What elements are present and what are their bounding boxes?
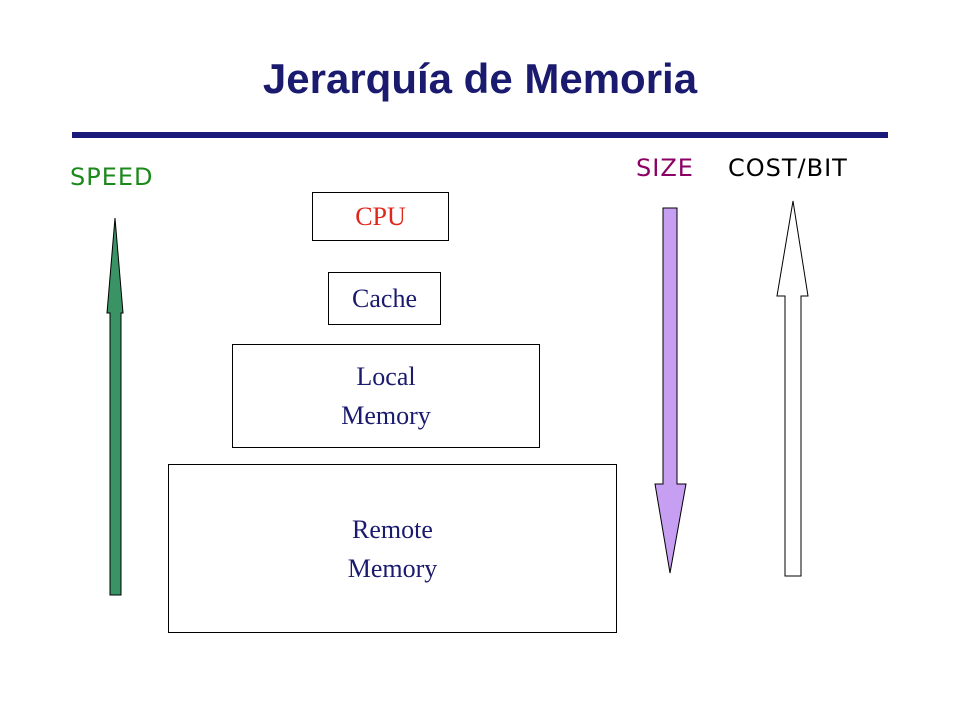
cpu-box: CPU [312, 192, 449, 241]
size-label: SIZE [636, 154, 694, 182]
remote-memory-box: Remote Memory [168, 464, 617, 633]
remote-memory-label-line2: Memory [347, 553, 438, 583]
speed-label: SPEED [70, 163, 154, 191]
cache-box: Cache [328, 272, 441, 325]
cost-per-bit-label: COST/BIT [728, 154, 848, 182]
cache-label: Cache [352, 284, 417, 313]
title-underline [72, 132, 888, 138]
cost-per-bit-arrow-up [776, 200, 809, 577]
local-memory-label-line1: Local [356, 362, 416, 391]
local-memory-label-line2: Memory [341, 401, 431, 430]
speed-arrow-up [106, 217, 124, 596]
cpu-label: CPU [355, 202, 406, 231]
remote-memory-label-line1: Remote [352, 514, 433, 544]
slide-title: Jerarquía de Memoria [262, 55, 698, 102]
local-memory-box: Local Memory [232, 344, 540, 448]
size-arrow-down [654, 207, 687, 574]
